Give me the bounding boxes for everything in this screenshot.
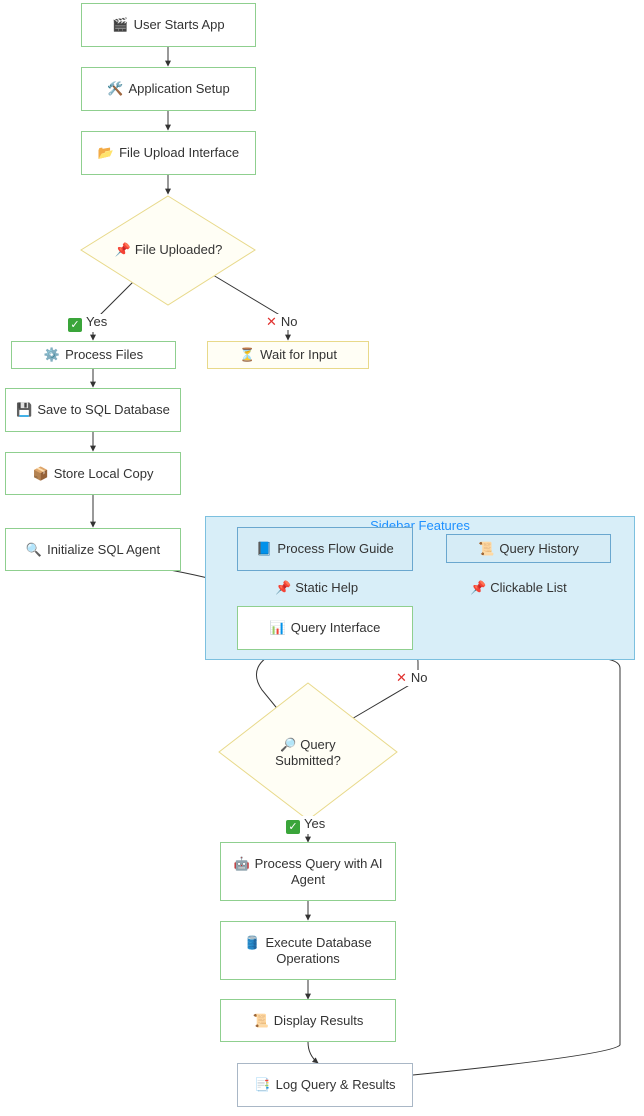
node-initialize-sql-agent: 🔍Initialize SQL Agent (5, 528, 181, 571)
pin-icon: 📌 (275, 580, 292, 595)
folder-icon: 📂 (97, 145, 115, 160)
node-execute-database: 🛢️Execute Database Operations (220, 921, 396, 980)
node-query-history: 📜Query History (446, 534, 611, 563)
node-label: Store Local Copy (53, 465, 154, 481)
check-icon: ✓ (286, 820, 300, 834)
pin-icon: 📌 (470, 580, 487, 595)
node-process-query-ai: 🤖Process Query with AI Agent (220, 842, 396, 901)
node-label: Execute Database Operations (265, 934, 372, 966)
node-label: Process Query with AI Agent (254, 855, 383, 887)
database-icon: 🛢️ (244, 934, 261, 950)
node-log-query-results: 📑 Log Query & Results (237, 1063, 413, 1107)
scroll-icon: 📜 (252, 1012, 269, 1028)
node-label: File Upload Interface (119, 145, 240, 160)
decision-label: Query Submitted? (275, 737, 341, 768)
node-save-to-sql: 💾 Save to SQL Database (5, 388, 181, 432)
decision-file-uploaded: 📌File Uploaded? (96, 238, 241, 262)
node-label: Log Query & Results (275, 1077, 396, 1092)
bar-chart-icon: 📊 (269, 620, 286, 635)
edge-label-no-2: ✕No (394, 670, 430, 686)
node-process-files: ⚙️ Process Files (11, 341, 176, 369)
node-file-upload-interface: 📂 File Upload Interface (81, 131, 256, 175)
node-store-local-copy: 📦Store Local Copy (5, 452, 181, 495)
robot-icon: 🤖 (233, 855, 250, 871)
edge-decision-no (212, 274, 291, 341)
node-label: Query Interface (290, 620, 381, 635)
edge-label-yes: ✓Yes (66, 314, 110, 332)
edge-label-yes-2: ✓Yes (284, 816, 328, 834)
gear-icon: ⚙️ (43, 347, 61, 362)
decision-query-submitted: 🔎 Query Submitted? (252, 734, 364, 772)
node-query-interface: 📊 Query Interface (237, 606, 413, 650)
node-label: Process Flow Guide (277, 541, 394, 556)
scroll-icon: 📜 (478, 540, 495, 556)
node-wait-for-input: ⏳ Wait for Input (207, 341, 369, 369)
node-label: Wait for Input (260, 347, 337, 362)
decision-label: File Uploaded? (134, 242, 223, 257)
cross-icon: ✕ (266, 314, 277, 329)
cross-icon: ✕ (396, 670, 407, 685)
package-icon: 📦 (32, 465, 49, 481)
node-label: Application Setup (128, 81, 230, 96)
node-application-setup: 🛠️ Application Setup (81, 67, 256, 111)
floppy-disk-icon: 💾 (16, 402, 33, 417)
node-label: User Starts App (133, 17, 225, 32)
hourglass-icon: ⏳ (238, 347, 256, 362)
node-label: Save to SQL Database (37, 402, 170, 417)
decision-file-uploaded-shape (80, 195, 256, 306)
edge-label-no: ✕No (264, 314, 300, 330)
node-process-flow-guide: 📘 Process Flow Guide (237, 527, 413, 571)
edge-label-clickable-list: 📌Clickable List (468, 580, 569, 596)
tools-icon: 🛠️ (107, 81, 124, 96)
node-display-results: 📜Display Results (220, 999, 396, 1042)
magnifier-icon: 🔎 (280, 737, 297, 752)
clapper-icon: 🎬 (112, 17, 129, 32)
node-label: Process Files (65, 347, 144, 362)
edge-log-to-interface (412, 633, 621, 1076)
magnifier-icon: 🔍 (25, 541, 43, 557)
edge-display-to-log (307, 1041, 319, 1064)
node-user-starts: 🎬 User Starts App (81, 3, 256, 47)
node-label: Query History (499, 540, 579, 556)
pin-icon: 📌 (114, 242, 131, 257)
node-label: Display Results (273, 1012, 364, 1028)
check-icon: ✓ (68, 318, 82, 332)
book-icon: 📘 (256, 541, 273, 556)
node-label: Initialize SQL Agent (47, 541, 161, 557)
document-icon: 📑 (254, 1077, 271, 1092)
edge-label-static-help: 📌Static Help (273, 580, 361, 596)
